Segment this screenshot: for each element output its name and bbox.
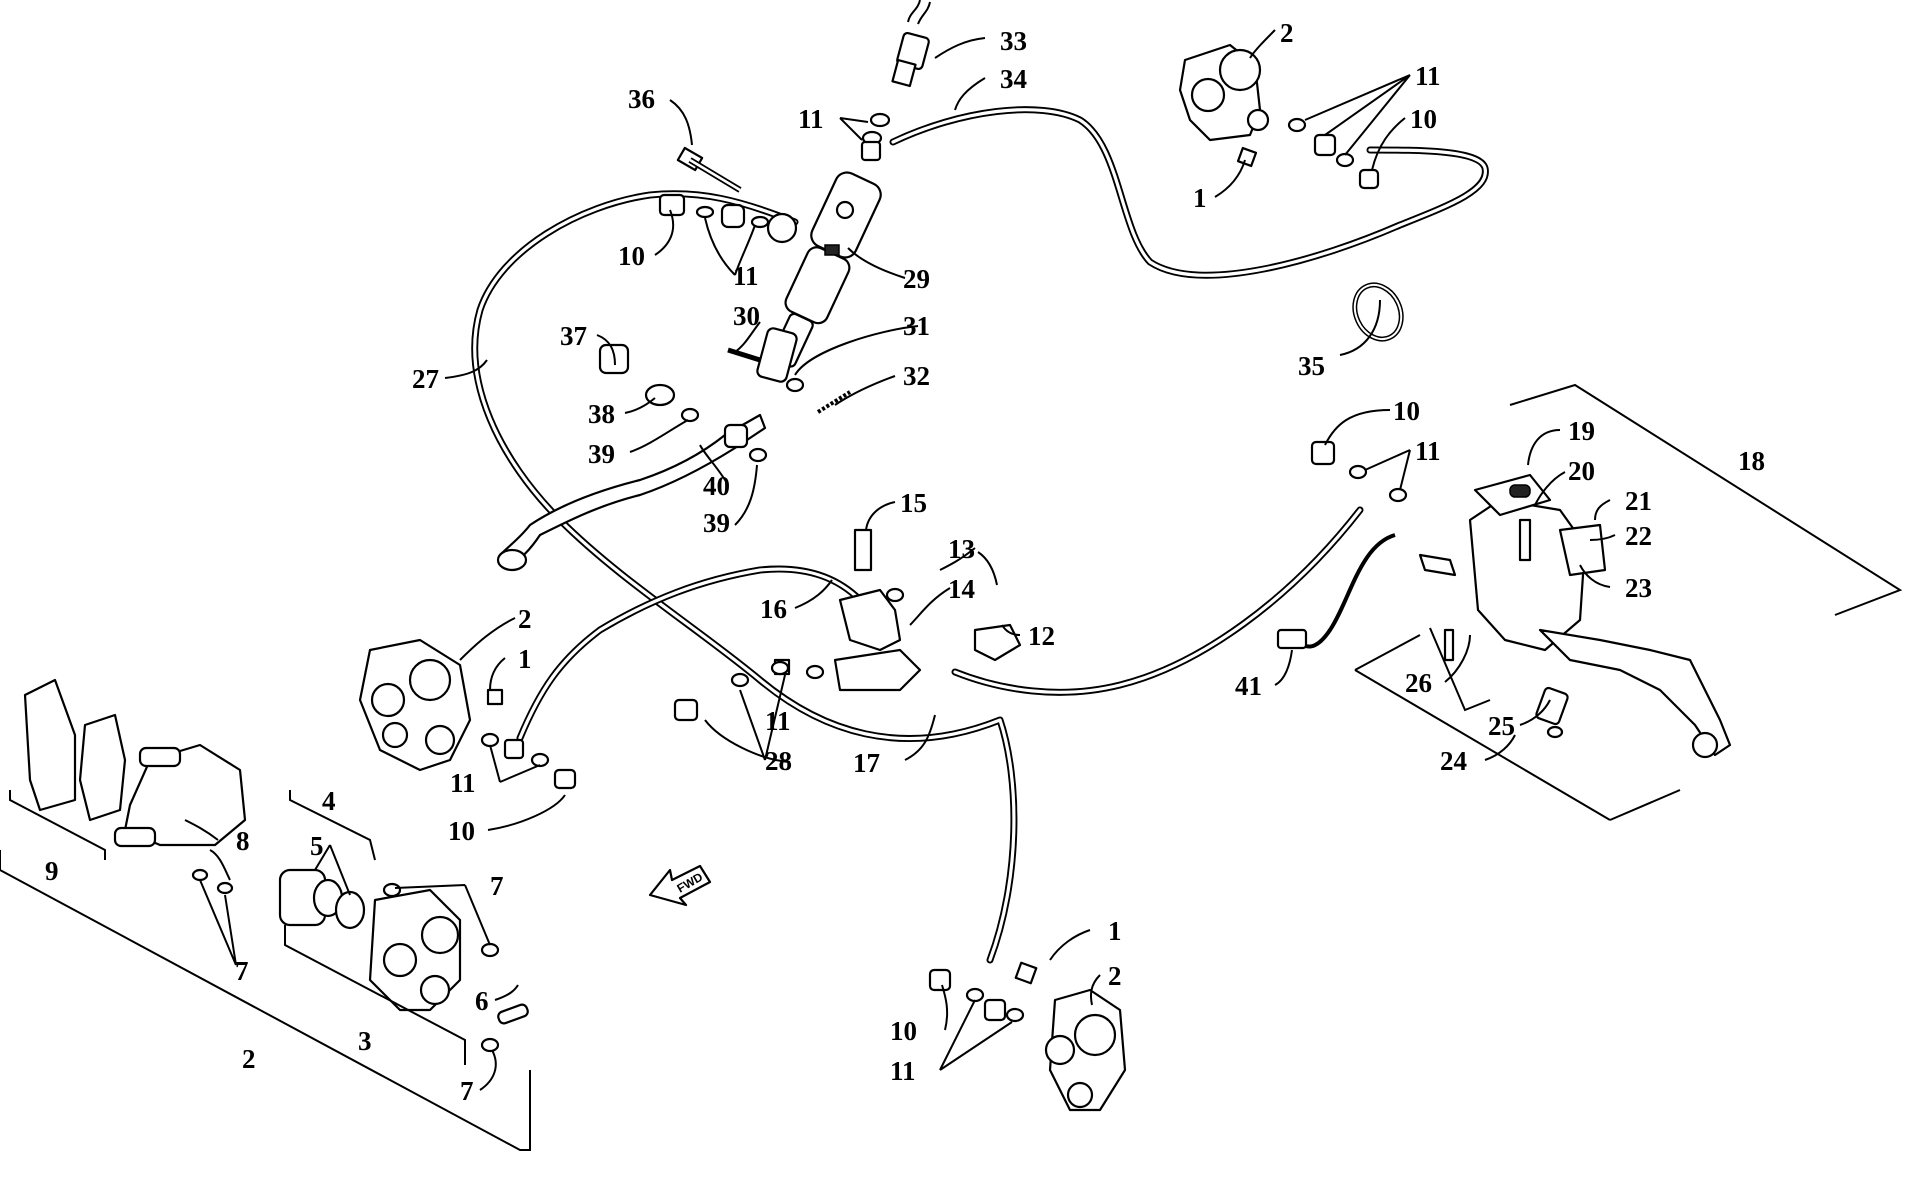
callout-11-center: 11 bbox=[765, 706, 791, 736]
forward-direction-arrow: FWD bbox=[648, 864, 712, 907]
callout-11-right-caliper: 11 bbox=[890, 1056, 916, 1086]
callout-34: 34 bbox=[1000, 64, 1027, 94]
callout-25: 25 bbox=[1488, 711, 1515, 741]
callout-11-upper: 11 bbox=[733, 261, 759, 291]
callout-2-exploded: 2 bbox=[242, 1044, 256, 1074]
callout-10-rear-caliper: 10 bbox=[1410, 104, 1437, 134]
callout-27: 27 bbox=[412, 364, 439, 394]
group-bracket-4 bbox=[289, 790, 376, 861]
group-bracket-18 bbox=[1509, 383, 1903, 616]
callout-2-left-caliper: 2 bbox=[518, 604, 532, 634]
callout-21: 21 bbox=[1625, 486, 1652, 516]
callout-19: 19 bbox=[1568, 416, 1595, 446]
callout-32: 32 bbox=[903, 361, 930, 391]
callout-17: 17 bbox=[853, 748, 880, 778]
callout-39-lower: 39 bbox=[703, 508, 730, 538]
group-bracket-9 bbox=[9, 790, 106, 860]
callout-31: 31 bbox=[903, 311, 930, 341]
callout-10-handlebar: 10 bbox=[1393, 396, 1420, 426]
callout-1-left-caliper: 1 bbox=[518, 644, 532, 674]
callout-28-group: 28 bbox=[765, 746, 792, 776]
group-bracket-3 bbox=[284, 925, 466, 1065]
callout-40: 40 bbox=[703, 471, 730, 501]
pressure-switch bbox=[891, 0, 931, 88]
handlebar-master-cylinder bbox=[1418, 473, 1732, 759]
banjo-10-right bbox=[1310, 440, 1408, 503]
callout-20: 20 bbox=[1568, 456, 1595, 486]
callout-13: 13 bbox=[948, 534, 975, 564]
callout-16: 16 bbox=[760, 594, 787, 624]
leader-lines bbox=[184, 29, 1616, 1091]
callout-35: 35 bbox=[1298, 351, 1325, 381]
callout-7-upper: 7 bbox=[490, 871, 504, 901]
callout-11-handlebar: 11 bbox=[1415, 436, 1441, 466]
callout-38: 38 bbox=[588, 399, 615, 429]
callout-10-upper: 10 bbox=[618, 241, 645, 271]
callout-22: 22 bbox=[1625, 521, 1652, 551]
switch-41 bbox=[1276, 628, 1308, 650]
callout-11-rear-caliper: 11 bbox=[1415, 61, 1441, 91]
callout-1-rear-caliper: 1 bbox=[1193, 183, 1207, 213]
piston-5 bbox=[278, 868, 366, 930]
callout-18: 18 bbox=[1738, 446, 1765, 476]
hose-16 bbox=[516, 565, 864, 742]
callout-30: 30 bbox=[733, 301, 760, 331]
hose-clamp-bracket bbox=[773, 528, 1022, 692]
callout-11-switch: 11 bbox=[798, 104, 824, 134]
hose-27 bbox=[471, 190, 1018, 964]
callout-39-upper: 39 bbox=[588, 439, 615, 469]
callout-7-left: 7 bbox=[235, 956, 249, 986]
callout-14: 14 bbox=[948, 574, 975, 604]
callout-41: 41 bbox=[1235, 671, 1262, 701]
caliper-front-left bbox=[358, 638, 790, 790]
callout-4: 4 bbox=[322, 786, 336, 816]
hose-17 bbox=[951, 506, 1364, 696]
caliper-bracket-8 bbox=[113, 743, 247, 848]
caliper-front-right bbox=[928, 961, 1127, 1112]
callout-labels: 33 34 36 11 10 11 29 30 31 37 32 38 39 4… bbox=[45, 18, 1765, 1106]
callout-7-lower: 7 bbox=[460, 1076, 474, 1106]
callout-15: 15 bbox=[900, 488, 927, 518]
caliper-rear-top bbox=[1178, 43, 1380, 190]
clevis-assembly bbox=[727, 327, 852, 414]
group-bracket-26 bbox=[1429, 627, 1491, 712]
hose-34 bbox=[889, 106, 1489, 279]
callout-2-right-caliper: 2 bbox=[1108, 961, 1122, 991]
callout-28-visible: 28 bbox=[765, 746, 792, 776]
pin-26 bbox=[1443, 628, 1455, 662]
callout-37: 37 bbox=[560, 321, 587, 351]
callout-9: 9 bbox=[45, 856, 59, 886]
group-bracket-2 bbox=[0, 850, 531, 1151]
callout-8: 8 bbox=[236, 826, 250, 856]
callout-23: 23 bbox=[1625, 573, 1652, 603]
brake-pedal bbox=[496, 343, 768, 572]
callout-3: 3 bbox=[358, 1026, 372, 1056]
callout-6: 6 bbox=[475, 986, 489, 1016]
washers-11-top bbox=[860, 112, 891, 162]
callout-12: 12 bbox=[1028, 621, 1055, 651]
callout-29: 29 bbox=[903, 264, 930, 294]
callout-1-right-caliper: 1 bbox=[1108, 916, 1122, 946]
group-bracket-24 bbox=[1354, 634, 1681, 821]
callout-2-rear-caliper: 2 bbox=[1280, 18, 1294, 48]
callout-10-right-caliper: 10 bbox=[890, 1016, 917, 1046]
banjo-bolt-36 bbox=[676, 146, 742, 193]
banjo-fitting-10-upper bbox=[658, 193, 770, 229]
callout-10-left-caliper: 10 bbox=[448, 816, 475, 846]
callout-11-left-caliper: 11 bbox=[450, 768, 476, 798]
brake-pads-9 bbox=[23, 678, 127, 822]
callout-24: 24 bbox=[1440, 746, 1467, 776]
callout-36: 36 bbox=[628, 84, 655, 114]
caliper-body-3 bbox=[191, 868, 529, 1053]
callout-33: 33 bbox=[1000, 26, 1027, 56]
callout-5: 5 bbox=[310, 831, 324, 861]
hose-clip-35 bbox=[1352, 282, 1404, 342]
lever-bracket-25 bbox=[1535, 686, 1569, 739]
callout-26: 26 bbox=[1405, 668, 1432, 698]
